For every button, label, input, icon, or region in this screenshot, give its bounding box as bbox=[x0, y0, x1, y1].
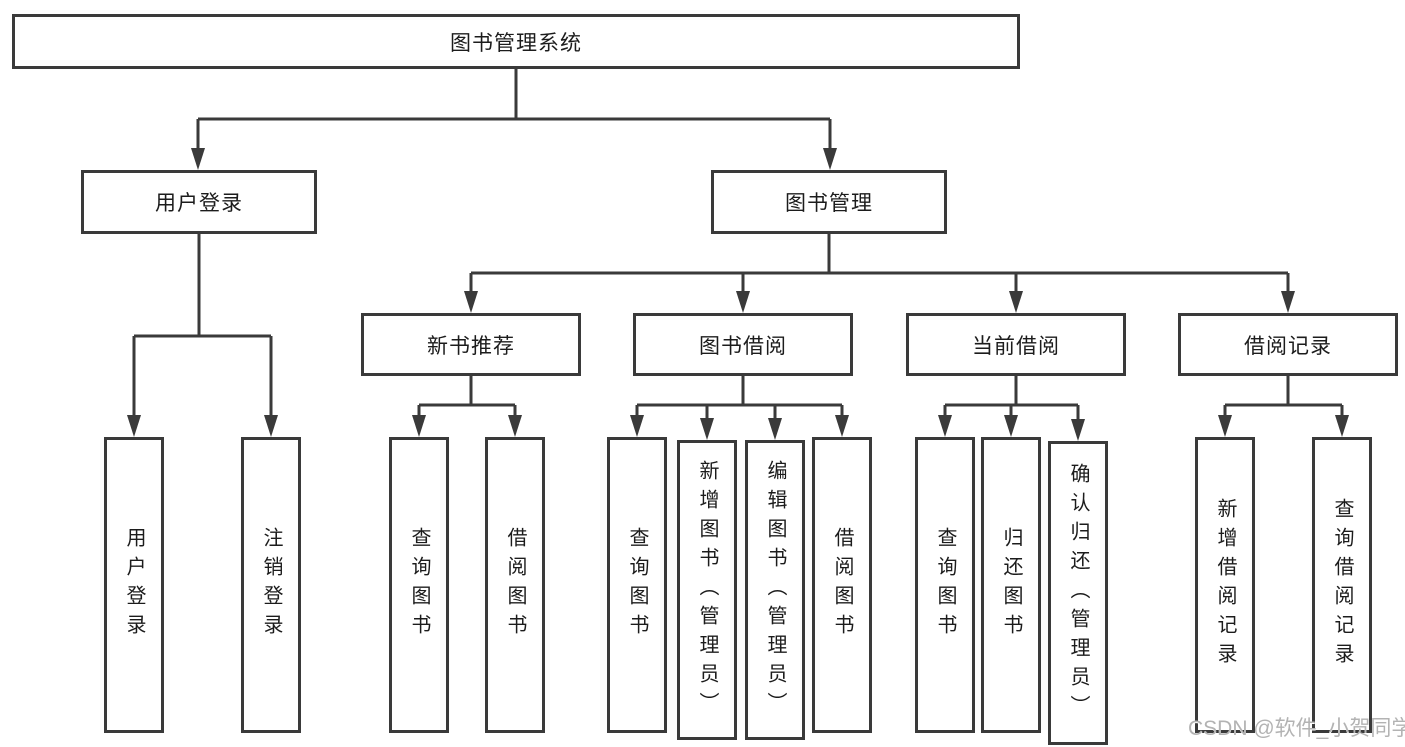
leaf-query-books-2: 查询图书 bbox=[607, 437, 667, 733]
leaf-query-borrow-record-label: 查询借阅记录 bbox=[1331, 498, 1353, 672]
node-current-borrow: 当前借阅 bbox=[906, 313, 1126, 376]
node-library-system: 图书管理系统 bbox=[12, 14, 1020, 69]
leaf-logout-label: 注销登录 bbox=[260, 527, 282, 643]
leaf-query-books-3-label: 查询图书 bbox=[934, 527, 956, 643]
node-book-borrow: 图书借阅 bbox=[633, 313, 853, 376]
leaf-confirm-return-admin-label: 确认归还（管理员） bbox=[1067, 462, 1089, 724]
node-borrow-records-label: 借阅记录 bbox=[1244, 334, 1332, 358]
leaf-borrow-books-2: 借阅图书 bbox=[812, 437, 872, 733]
node-user-login-group-label: 用户登录 bbox=[155, 192, 243, 215]
node-book-borrow-label: 图书借阅 bbox=[699, 334, 787, 358]
leaf-query-books-3: 查询图书 bbox=[915, 437, 975, 733]
leaf-user-login: 用户登录 bbox=[104, 437, 164, 733]
leaf-edit-book-admin: 编辑图书（管理员） bbox=[745, 440, 805, 740]
node-library-system-label: 图书管理系统 bbox=[450, 31, 582, 55]
leaf-query-books-1: 查询图书 bbox=[389, 437, 449, 733]
leaf-user-login-label: 用户登录 bbox=[123, 527, 145, 643]
watermark-text: CSDN @软件_小贺同学 bbox=[1188, 717, 1405, 740]
node-new-book-recommend-label: 新书推荐 bbox=[427, 334, 515, 358]
node-current-borrow-label: 当前借阅 bbox=[972, 334, 1060, 358]
leaf-borrow-books-1: 借阅图书 bbox=[485, 437, 545, 733]
leaf-add-borrow-record-label: 新增借阅记录 bbox=[1214, 498, 1236, 672]
leaf-query-books-1-label: 查询图书 bbox=[408, 527, 430, 643]
leaf-add-borrow-record: 新增借阅记录 bbox=[1195, 437, 1255, 733]
leaf-logout: 注销登录 bbox=[241, 437, 301, 733]
leaf-borrow-books-2-label: 借阅图书 bbox=[831, 527, 853, 643]
node-user-login-group: 用户登录 bbox=[81, 170, 317, 234]
leaf-query-borrow-record: 查询借阅记录 bbox=[1312, 437, 1372, 733]
leaf-add-book-admin-label: 新增图书（管理员） bbox=[696, 459, 718, 721]
leaf-edit-book-admin-label: 编辑图书（管理员） bbox=[764, 459, 786, 721]
leaf-confirm-return-admin: 确认归还（管理员） bbox=[1048, 441, 1108, 745]
leaf-query-books-2-label: 查询图书 bbox=[626, 527, 648, 643]
leaf-borrow-books-1-label: 借阅图书 bbox=[504, 527, 526, 643]
node-book-management-label: 图书管理 bbox=[785, 192, 873, 215]
leaf-return-books-label: 归还图书 bbox=[1000, 527, 1022, 643]
leaf-return-books: 归还图书 bbox=[981, 437, 1041, 733]
node-new-book-recommend: 新书推荐 bbox=[361, 313, 581, 376]
node-borrow-records: 借阅记录 bbox=[1178, 313, 1398, 376]
leaf-add-book-admin: 新增图书（管理员） bbox=[677, 440, 737, 740]
node-book-management: 图书管理 bbox=[711, 170, 947, 234]
